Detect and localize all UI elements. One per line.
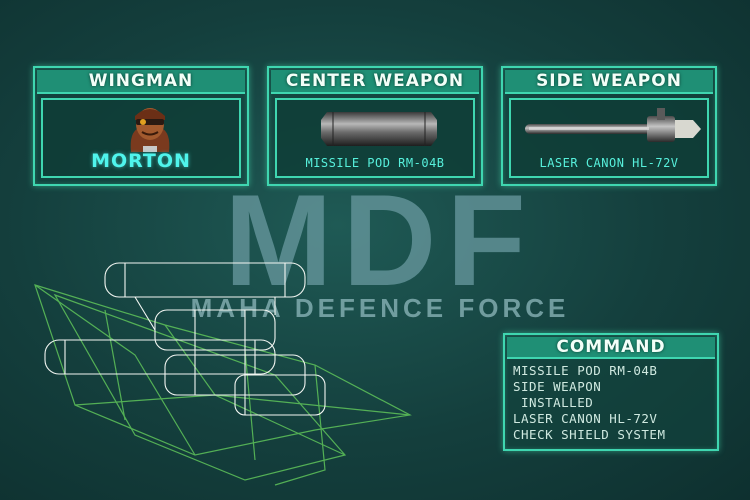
command-line: LASER CANON HL-72V [513, 411, 658, 426]
missile-pod-icon [321, 112, 437, 146]
center-weapon-panel[interactable]: Center Weapon MISSILE POD RM-04B [267, 66, 483, 186]
laser-cannon-icon [525, 108, 701, 142]
command-line: INSTALLED [513, 395, 594, 410]
center-weapon-name: MISSILE POD RM-04B [305, 156, 445, 170]
side-weapon-panel-frame: LASER CANON HL-72V [509, 98, 709, 178]
command-log: MISSILE POD RM-04B SIDE WEAPON INSTALLED… [513, 363, 711, 443]
command-line: SIDE WEAPON [513, 379, 602, 394]
side-weapon-name: LASER CANON HL-72V [539, 156, 679, 170]
center-weapon-panel-title: Center Weapon [271, 70, 479, 94]
command-line: CHECK SHIELD SYSTEM [513, 427, 666, 442]
pilot-portrait-icon [130, 108, 170, 152]
command-panel-title: Command [507, 337, 715, 359]
wingman-panel-title: Wingman [37, 70, 245, 94]
wingman-panel[interactable]: Wingman MORTON [33, 66, 249, 186]
side-weapon-panel-title: Side Weapon [505, 70, 713, 94]
center-weapon-panel-frame: MISSILE POD RM-04B [275, 98, 475, 178]
ship-wireframe [34, 262, 412, 486]
command-line: MISSILE POD RM-04B [513, 363, 658, 378]
wingman-panel-frame: MORTON [41, 98, 241, 178]
logo-main-text: MDF [224, 185, 536, 313]
wingman-name: MORTON [91, 150, 191, 172]
side-weapon-panel[interactable]: Side Weapon LASER CANON HL-72V [501, 66, 717, 186]
mdf-logo: MDF MAHA DEFENCE FORCE [191, 185, 570, 323]
command-panel: Command MISSILE POD RM-04B SIDE WEAPON I… [503, 333, 719, 451]
logo-sub-text: MAHA DEFENCE FORCE [191, 293, 570, 323]
